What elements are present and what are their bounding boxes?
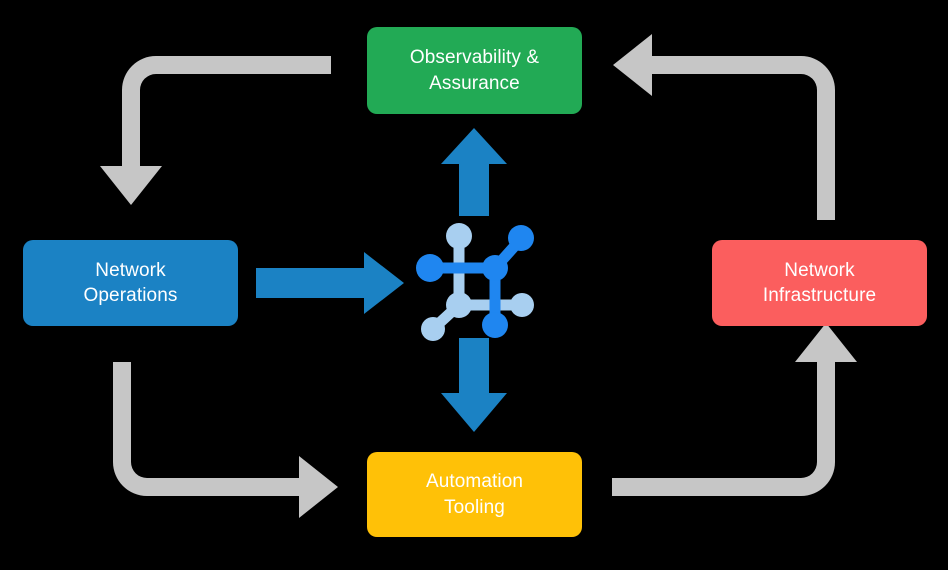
arrow-center-to-automation <box>441 338 507 432</box>
box-observability-assurance[interactable]: Observability & Assurance <box>367 27 582 114</box>
arrow-automation-to-infrastructure <box>612 323 857 496</box>
node-bottom <box>482 312 508 338</box>
arrow-observability-to-operations <box>100 56 331 205</box>
box-network-operations[interactable]: Network Operations <box>23 240 238 326</box>
node-upper-right <box>508 225 534 251</box>
node-bottom-left-junction <box>446 292 472 318</box>
network-topology-icon <box>416 223 534 341</box>
arrow-center-to-observability <box>441 128 507 216</box>
node-lower-left <box>421 317 445 341</box>
node-hub <box>482 255 508 281</box>
node-top-center <box>446 223 472 249</box>
node-left <box>416 254 444 282</box>
arrow-operations-to-automation <box>113 362 338 518</box>
box-automation-tooling[interactable]: Automation Tooling <box>367 452 582 537</box>
box-network-infrastructure[interactable]: Network Infrastructure <box>712 240 927 326</box>
node-mid-right <box>510 293 534 317</box>
arrow-operations-to-center <box>256 252 404 314</box>
arrow-infrastructure-to-observability <box>613 34 835 220</box>
